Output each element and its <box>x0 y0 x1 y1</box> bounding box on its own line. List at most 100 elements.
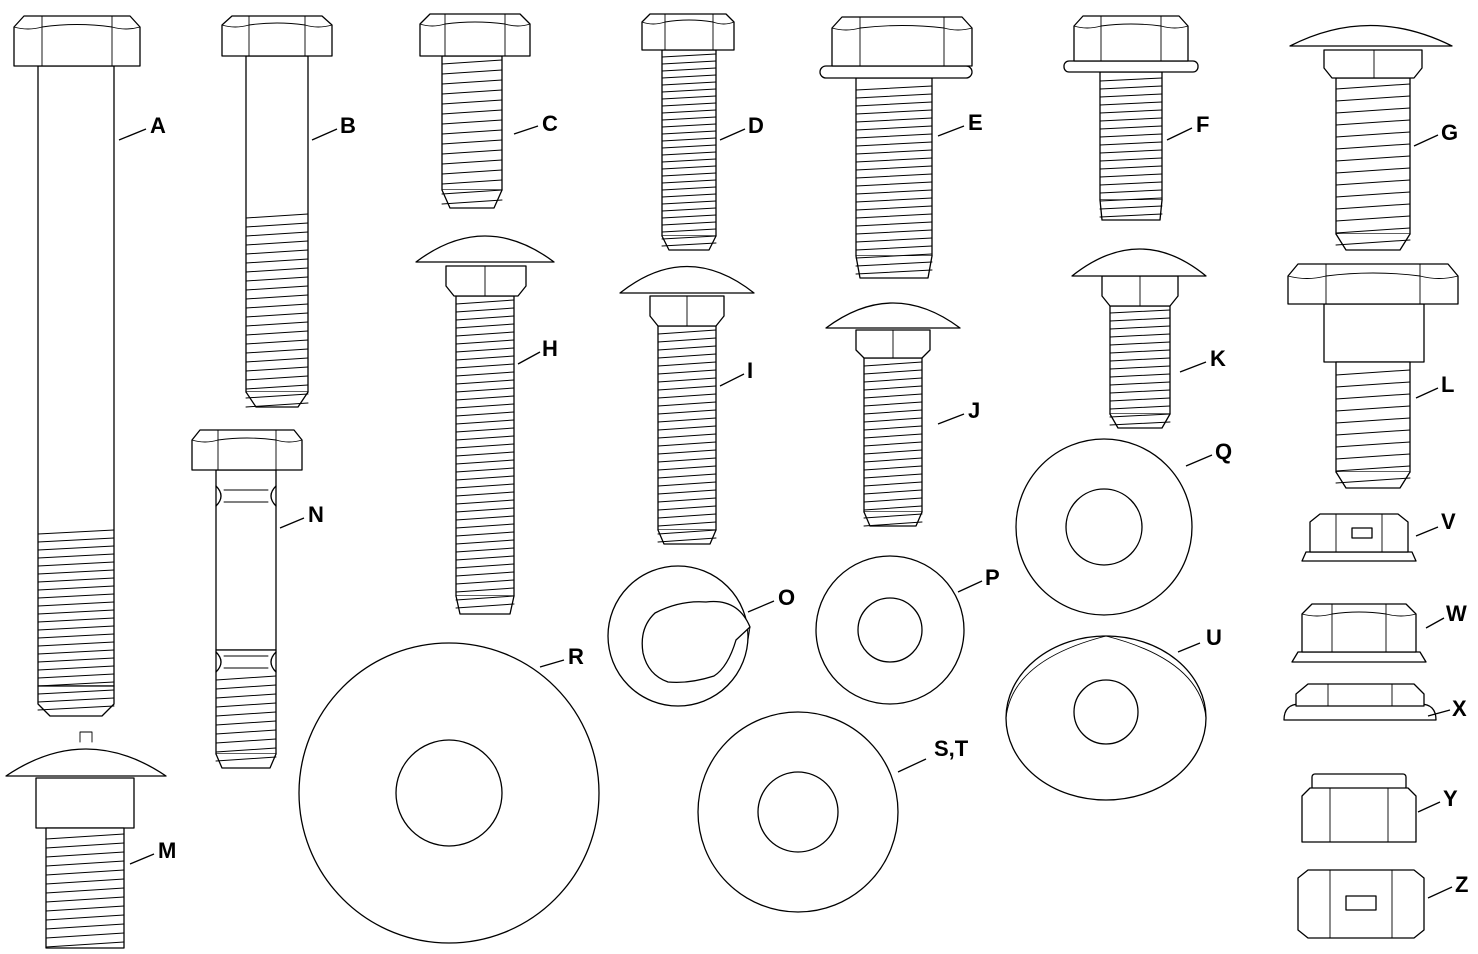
label-n: N <box>308 502 324 527</box>
thread-line <box>441 59 503 65</box>
part-p-flat-washer <box>815 555 965 705</box>
thread-line <box>1335 107 1411 114</box>
thread-line <box>863 497 923 503</box>
label-q: Q <box>1215 439 1232 464</box>
thread-line <box>37 649 115 655</box>
thread-line <box>245 276 309 282</box>
thread-line <box>1335 453 1411 460</box>
thread-line <box>863 377 923 383</box>
thread-line <box>45 923 125 930</box>
thread-line <box>245 294 309 300</box>
thread-line <box>441 179 503 185</box>
thread-line <box>863 505 923 511</box>
thread-line <box>245 366 309 372</box>
part-d-fine-thread-hex-bolt <box>641 13 735 251</box>
thread-line <box>455 395 515 401</box>
thread-line <box>657 385 717 391</box>
thread-line <box>45 941 125 948</box>
thread-line <box>661 74 717 79</box>
thread-line <box>657 393 717 399</box>
thread-line <box>1109 397 1171 402</box>
thread-line <box>855 141 933 147</box>
thread-line <box>863 449 923 455</box>
thread-line <box>661 172 717 177</box>
thread-line <box>863 385 923 391</box>
label-a: A <box>150 113 166 138</box>
thread-line <box>1099 189 1163 194</box>
label-k: K <box>1210 346 1226 371</box>
part-v-flange-lock-nut <box>1301 513 1417 562</box>
thread-line <box>863 409 923 415</box>
thread-line <box>215 684 277 690</box>
thread-line <box>661 81 717 86</box>
thread-line <box>1335 441 1411 448</box>
thread-line <box>37 705 115 711</box>
thread-line <box>37 681 115 687</box>
thread-line <box>245 375 309 381</box>
label-c: C <box>542 111 558 136</box>
thread-line <box>37 665 115 671</box>
part-n-shear-bolt <box>191 429 303 769</box>
thread-line <box>1109 349 1171 354</box>
thread-line <box>855 109 933 115</box>
thread-line <box>1335 369 1411 376</box>
thread-line <box>863 401 923 407</box>
thread-line <box>863 361 923 367</box>
thread-line <box>455 571 515 577</box>
thread-line <box>661 193 717 198</box>
thread-line <box>455 435 515 441</box>
thread-line <box>37 553 115 559</box>
part-c-short-hex-bolt <box>419 13 531 209</box>
thread-line <box>45 878 125 885</box>
thread-line <box>215 747 277 753</box>
thread-line <box>37 561 115 567</box>
thread-line <box>657 521 717 527</box>
thread-line <box>657 489 717 495</box>
thread-line <box>455 603 515 609</box>
thread-line <box>661 242 717 247</box>
thread-line <box>1335 381 1411 388</box>
thread-line <box>1109 309 1171 314</box>
label-x: X <box>1452 696 1467 721</box>
thread-line <box>37 529 115 535</box>
thread-line <box>1335 417 1411 424</box>
thread-line <box>657 433 717 439</box>
thread-line <box>661 221 717 226</box>
thread-line <box>657 353 717 359</box>
label-f: F <box>1196 112 1209 137</box>
thread-line <box>455 555 515 561</box>
thread-line <box>1335 203 1411 210</box>
part-labels: A B C D E F G H I J K L M N O P Q R S,T … <box>150 110 1468 897</box>
thread-line <box>661 67 717 72</box>
thread-line <box>1109 421 1171 426</box>
thread-line <box>1335 393 1411 400</box>
thread-line <box>1335 465 1411 472</box>
thread-line <box>1109 373 1171 378</box>
label-h: H <box>542 336 558 361</box>
thread-line <box>455 579 515 585</box>
thread-line <box>45 905 125 912</box>
thread-line <box>245 321 309 327</box>
thread-line <box>1099 77 1163 82</box>
thread-line <box>1099 93 1163 98</box>
part-b-hex-bolt <box>221 15 333 408</box>
thread-line <box>37 697 115 703</box>
thread-line <box>855 165 933 171</box>
part-h-carriage-bolt <box>415 235 555 615</box>
thread-line <box>855 125 933 131</box>
thread-line <box>455 515 515 521</box>
thread-line <box>455 523 515 529</box>
label-e: E <box>968 110 983 135</box>
thread-line <box>1099 181 1163 186</box>
thread-line <box>657 369 717 375</box>
thread-line <box>855 237 933 243</box>
label-r: R <box>568 644 584 669</box>
thread-line <box>455 387 515 393</box>
thread-line <box>1109 381 1171 386</box>
thread-line <box>455 363 515 369</box>
thread-line <box>1099 149 1163 154</box>
thread-line <box>441 159 503 165</box>
thread-line <box>455 467 515 473</box>
label-u: U <box>1206 625 1222 650</box>
